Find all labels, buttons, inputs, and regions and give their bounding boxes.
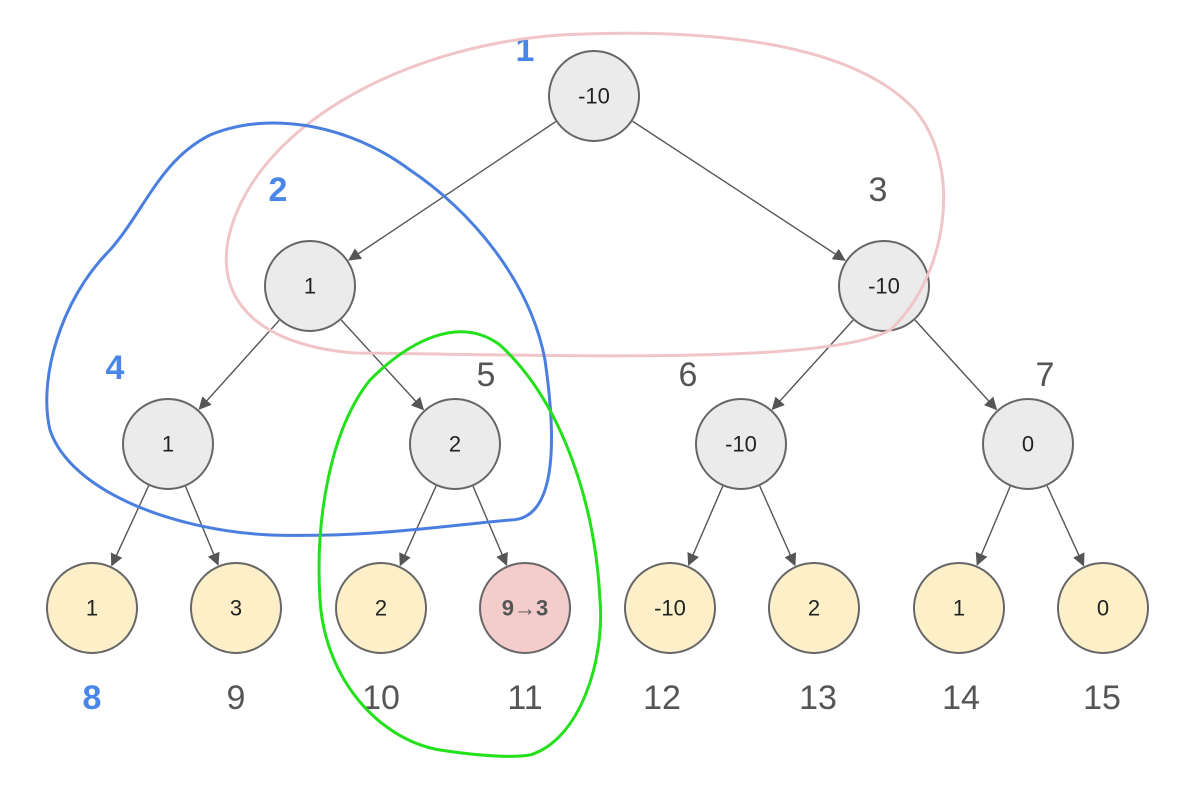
- pink-loop: [224, 31, 946, 358]
- node-value-15: 0: [1097, 596, 1109, 621]
- node-circle-9: [190, 562, 282, 654]
- node-circle-2: [264, 240, 356, 332]
- highlight-loops-layer: [45, 31, 946, 758]
- edges-layer: [110, 120, 1085, 567]
- edge-1-2: [348, 121, 557, 261]
- tree-node-10: 2: [335, 562, 427, 654]
- edge-7-14: [975, 486, 1011, 566]
- edge-5-11: [472, 486, 508, 566]
- index-label-11: 11: [507, 679, 542, 717]
- index-label-15: 15: [1083, 679, 1121, 717]
- node-value-5: 2: [449, 432, 461, 457]
- node-value-1: -10: [578, 84, 610, 109]
- node-circle-1: [548, 50, 640, 142]
- node-circle-8: [46, 562, 138, 654]
- tree-node-13: 2: [768, 562, 860, 654]
- edge-7-15: [1046, 485, 1085, 567]
- index-label-14: 14: [942, 679, 980, 717]
- tree-node-1: -10: [548, 50, 640, 142]
- node-value-9: 3: [230, 596, 242, 621]
- edge-5-10: [399, 485, 437, 567]
- green-loop: [317, 330, 603, 758]
- index-label-9: 9: [227, 679, 246, 717]
- edge-4-8: [110, 485, 150, 567]
- edge-2-4: [198, 319, 280, 410]
- tree-node-9: 3: [190, 562, 282, 654]
- edge-3-6: [771, 319, 854, 411]
- tree-node-14: 1: [913, 562, 1005, 654]
- node-circle-4: [122, 398, 214, 490]
- node-circle-15: [1057, 562, 1149, 654]
- node-value-3: -10: [868, 274, 900, 299]
- index-label-2: 2: [269, 171, 288, 209]
- tree-node-4: 1: [122, 398, 214, 490]
- edge-1-3: [632, 120, 846, 261]
- index-label-3: 3: [869, 171, 888, 209]
- tree-node-5: 2: [409, 398, 501, 490]
- node-circle-10: [335, 562, 427, 654]
- node-circle-6: [695, 398, 787, 490]
- edge-6-12: [687, 485, 724, 567]
- node-value-7: 0: [1022, 432, 1034, 457]
- index-label-5: 5: [477, 356, 496, 394]
- node-value-10: 2: [375, 596, 387, 621]
- index-label-7: 7: [1036, 356, 1055, 394]
- node-circle-13: [768, 562, 860, 654]
- tree-node-7: 0: [982, 398, 1074, 490]
- node-circle-11: [479, 562, 571, 654]
- node-value-11: 9→3: [502, 596, 548, 621]
- edge-2-5: [340, 319, 425, 411]
- node-circle-14: [913, 562, 1005, 654]
- node-circle-12: [624, 562, 716, 654]
- tree-node-15: 0: [1057, 562, 1149, 654]
- tree-node-6: -10: [695, 398, 787, 490]
- edge-3-7: [914, 319, 998, 411]
- nodes-layer: -10 1 -10 1 2 -10 0 1 3 2 9→3 -10 2 1 0: [46, 50, 1149, 654]
- node-circle-5: [409, 398, 501, 490]
- index-label-4: 4: [106, 349, 125, 387]
- tree-node-8: 1: [46, 562, 138, 654]
- node-value-8: 1: [86, 596, 98, 621]
- tree-node-3: -10: [838, 240, 930, 332]
- tree-node-11: 9→3: [479, 562, 571, 654]
- node-value-2: 1: [304, 274, 316, 299]
- node-value-12: -10: [654, 596, 686, 621]
- tree-node-2: 1: [264, 240, 356, 332]
- index-label-6: 6: [679, 356, 698, 394]
- index-label-13: 13: [799, 679, 837, 717]
- node-value-6: -10: [725, 432, 757, 457]
- edge-6-13: [759, 485, 797, 567]
- node-value-4: 1: [162, 432, 174, 457]
- node-value-14: 1: [953, 596, 965, 621]
- node-circle-3: [838, 240, 930, 332]
- blue-loop: [45, 121, 553, 537]
- node-value-13: 2: [808, 596, 820, 621]
- tree-node-12: -10: [624, 562, 716, 654]
- index-label-12: 12: [643, 679, 681, 717]
- index-label-8: 8: [83, 679, 102, 717]
- node-circle-7: [982, 398, 1074, 490]
